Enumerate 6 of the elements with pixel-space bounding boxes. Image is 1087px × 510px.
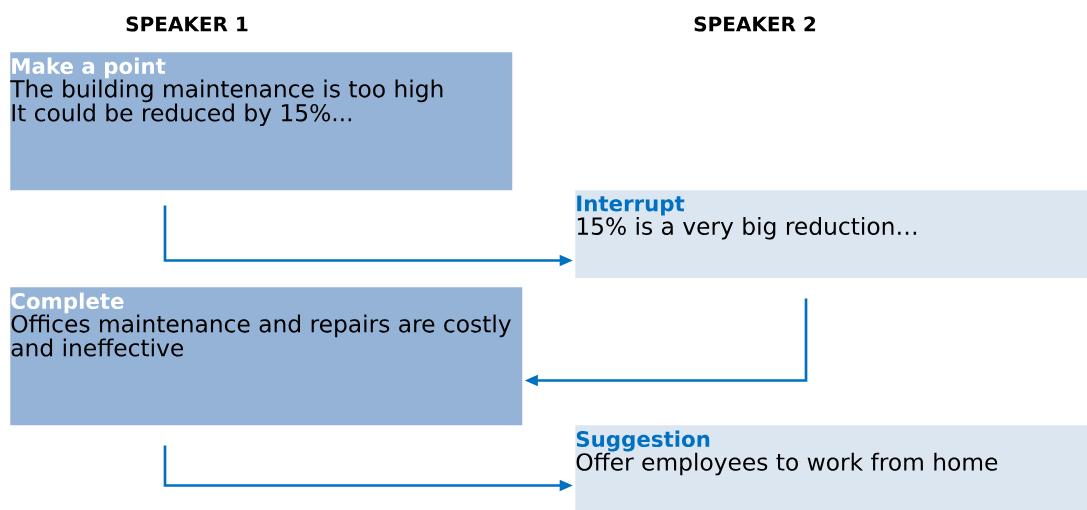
column-heading: SPEAKER 1 [126,16,248,32]
column-heading: SPEAKER 2 [694,16,816,32]
text-box: Suggestion Offer employees to work from home [575,425,1087,510]
text-box: Interrupt 15% is a very big reduction… [575,190,1087,279]
text-box: Complete Offices maintenance and repairs are costly and ineffective [10,287,523,426]
text-box: Make a point The building maintenance is too high It could be reduced by 15%... [10,52,513,191]
